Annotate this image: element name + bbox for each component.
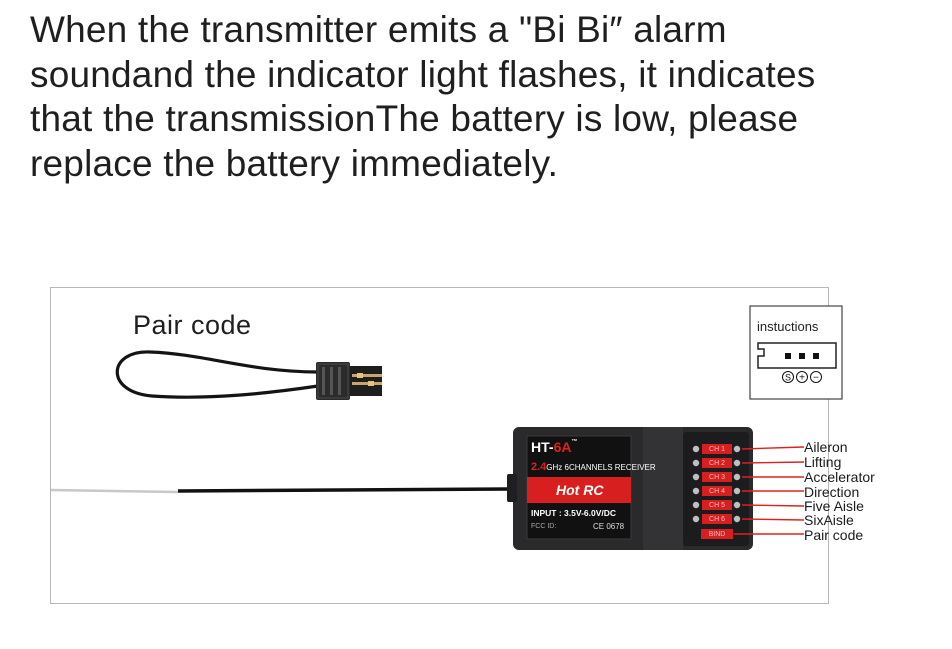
receiver-band: 2.4: [531, 461, 547, 473]
receiver-ce: CE 0678: [593, 522, 625, 531]
headline-line-2: soundand the indicator light flashes, it…: [30, 53, 816, 95]
pin-plus-label: +: [799, 373, 805, 384]
receiver-model-suffix: 6A: [553, 439, 572, 455]
pair-code-jumper: [115, 350, 382, 400]
receiver-band-rest: GHz 6CHANNELS RECEIVER: [546, 463, 656, 472]
receiver-input: INPUT : 3.5V-6.0V/DC: [531, 508, 617, 518]
label-direction: Direction: [804, 484, 860, 500]
receiver-tm: ™: [571, 439, 578, 445]
headline-line-1: When the transmitter emits a "Bi Bi″ ala…: [30, 9, 727, 50]
channel-tag-6: CH 6: [709, 516, 725, 523]
receiver-model-prefix: HT-: [531, 439, 554, 455]
pair-code-title: Pair code: [133, 310, 252, 340]
pin-minus-label: −: [813, 373, 819, 384]
pin-minus-square: [813, 353, 819, 359]
headline-text: When the transmitter emits a "Bi Bi″ ala…: [30, 8, 945, 186]
instructions-label: instuctions: [757, 319, 819, 334]
bind-tag: BIND: [708, 531, 726, 538]
diagram-frame: [50, 287, 829, 604]
channel-tag-1: CH 1: [709, 446, 725, 453]
antenna: [50, 487, 513, 494]
receiver-model: HT-6A™: [531, 439, 577, 455]
callout-lines: [734, 446, 805, 535]
headline-line-3: that the transmissionThe battery is low,…: [30, 98, 799, 139]
label-accelerator: Accelerator: [804, 469, 875, 485]
receiver-band-line: 2.4GHz 6CHANNELS RECEIVER: [531, 461, 656, 473]
channel-tag-3: CH 3: [709, 474, 725, 481]
label-pair-code: Pair code: [804, 527, 864, 543]
instructions-box: S + −: [749, 305, 843, 400]
pin-plus-square: [799, 353, 805, 359]
channel-tag-4: CH 4: [709, 488, 725, 495]
channel-tag-5: CH 5: [709, 502, 725, 509]
channel-tag-2: CH 2: [709, 460, 725, 467]
receiver: [507, 427, 753, 550]
receiver-fcc: FCC ID:: [531, 523, 557, 530]
receiver-brand: Hot RC: [556, 482, 604, 498]
pin-s-square: [785, 353, 791, 359]
label-aileron: Aileron: [804, 439, 848, 455]
pin-s-label: S: [785, 373, 791, 383]
label-lifting: Lifting: [804, 454, 842, 470]
headline-line-4: replace the battery immediately.: [30, 142, 559, 184]
label-six-aisle: SixAisle: [804, 512, 854, 528]
label-five-aisle: Five Aisle: [804, 498, 864, 514]
